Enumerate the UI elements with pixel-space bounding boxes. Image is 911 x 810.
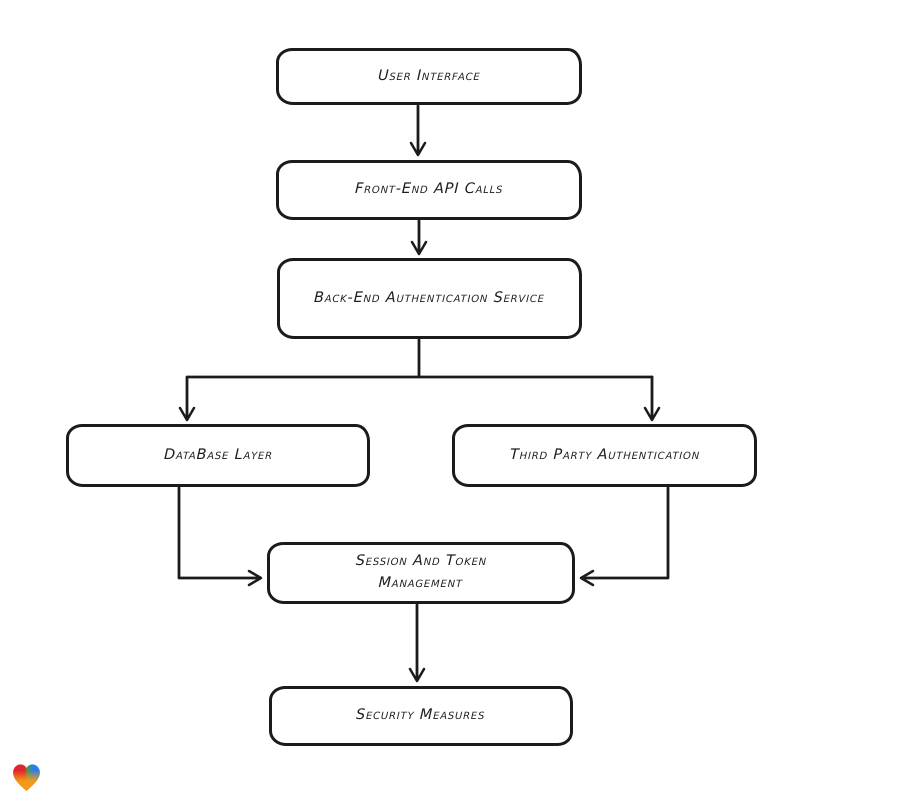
node-security-measures[interactable]: Security Measures	[269, 686, 573, 746]
eraser-heart-logo-icon	[10, 761, 43, 794]
node-label: User Interface	[377, 67, 481, 84]
node-label: Session And Token Management	[355, 553, 488, 591]
edge-third-party-authentication-to-session-and-token-management[interactable]	[579, 486, 670, 587]
arrowhead-down-icon	[410, 240, 428, 256]
node-back-end-authentication-service[interactable]: Back-End Authentication Service	[277, 258, 582, 339]
node-label: Front-End API Calls	[354, 181, 504, 198]
edge-back-end-authentication-service-to-database-layer[interactable]	[178, 338, 654, 422]
node-front-end-api-calls[interactable]: Front-End API Calls	[276, 160, 582, 220]
node-user-interface[interactable]: User Interface	[276, 48, 582, 105]
arrowhead-down-icon	[643, 406, 661, 422]
edge-session-and-token-management-to-security-measures[interactable]	[408, 603, 426, 683]
edge-user-interface-to-front-end-api-calls[interactable]	[409, 104, 427, 157]
node-label: Security Measures	[356, 707, 486, 724]
arrowhead-down-icon	[409, 141, 427, 157]
node-session-and-token-management[interactable]: Session And Token Management	[267, 542, 575, 604]
node-database-layer[interactable]: DataBase Layer	[66, 424, 370, 487]
node-third-party-authentication[interactable]: Third Party Authentication	[452, 424, 757, 487]
node-label: Third Party Authentication	[509, 446, 700, 463]
arrowhead-down-icon	[408, 667, 426, 683]
edge-database-layer-to-session-and-token-management[interactable]	[177, 486, 263, 587]
arrowhead-down-icon	[178, 406, 196, 422]
edge-front-end-api-calls-to-back-end-authentication-service[interactable]	[410, 219, 428, 256]
node-label: Back-End Authentication Service	[313, 289, 546, 306]
node-label: DataBase Layer	[163, 446, 273, 463]
arrowhead-left-icon	[579, 569, 595, 587]
edge-back-end-authentication-service-to-third-party-authentication[interactable]	[643, 375, 661, 422]
arrowhead-right-icon	[247, 569, 263, 587]
